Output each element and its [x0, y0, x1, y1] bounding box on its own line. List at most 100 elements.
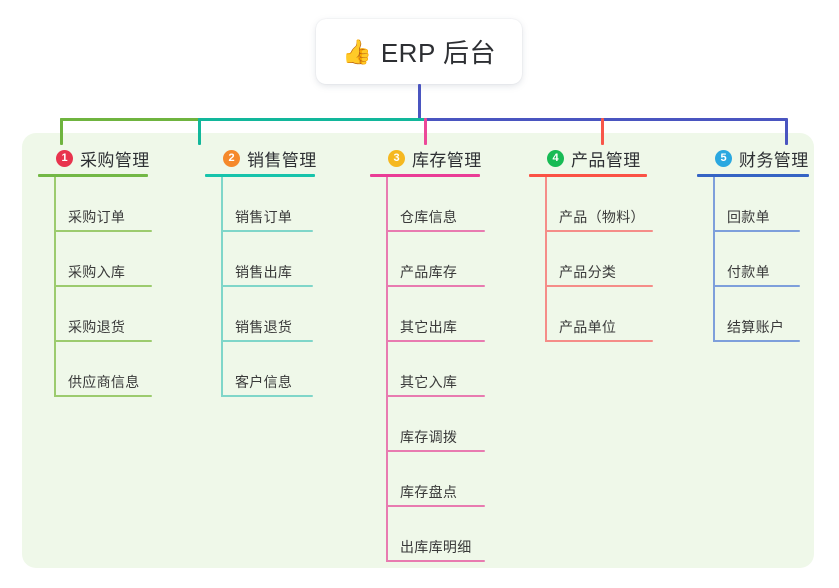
branch-item[interactable]: 产品分类	[545, 232, 653, 287]
branch-item-label: 付款单	[727, 264, 770, 280]
branch-item[interactable]: 采购退货	[54, 287, 152, 342]
root-node-content: 👍 ERP 后台	[342, 33, 496, 70]
branch-header-4[interactable]: 4 产品管理	[529, 147, 647, 170]
branch-item-label: 销售退货	[235, 319, 293, 335]
root-node-card[interactable]: 👍 ERP 后台	[316, 19, 522, 84]
connector-trunk	[418, 84, 421, 121]
branch-badge-5: 5	[715, 149, 732, 167]
branch-column-5: 5 财务管理回款单付款单结算账户	[697, 147, 809, 342]
branch-item-rule	[221, 395, 313, 397]
branch-item[interactable]: 回款单	[713, 177, 809, 232]
branch-item[interactable]: 客户信息	[221, 342, 315, 397]
branch-item-label: 出库库明细	[400, 539, 472, 555]
diagram-panel	[22, 133, 814, 568]
branch-item[interactable]: 库存调拨	[386, 397, 485, 452]
branch-item-label: 产品分类	[559, 264, 617, 280]
connector-drop-3	[424, 118, 427, 145]
branch-item-rule	[386, 340, 485, 342]
branch-item[interactable]: 销售退货	[221, 287, 315, 342]
thumbs-up-icon: 👍	[341, 37, 372, 66]
branch-item-label: 采购退货	[68, 319, 126, 335]
connector-drop-4	[601, 118, 604, 145]
branch-item[interactable]: 出库库明细	[386, 507, 485, 562]
connector-bus-segment-3	[424, 118, 787, 121]
branch-item[interactable]: 采购订单	[54, 177, 152, 232]
connector-drop-5	[785, 118, 788, 145]
branch-item-rule	[54, 230, 152, 232]
branch-header-2[interactable]: 2 销售管理	[205, 147, 317, 170]
branch-item[interactable]: 产品（物料）	[545, 177, 653, 232]
branch-item[interactable]: 采购入库	[54, 232, 152, 287]
branch-item-rule	[545, 230, 653, 232]
branch-item-rule	[386, 395, 485, 397]
branch-header-rule-3	[370, 174, 480, 177]
branch-item-rule	[54, 285, 152, 287]
connector-drop-2	[198, 118, 201, 145]
branch-item-label: 结算账户	[727, 319, 785, 335]
branch-column-4: 4 产品管理产品（物料） 产品分类产品单位	[529, 147, 653, 342]
branch-title-2: 销售管理	[247, 150, 317, 170]
branch-item-rule	[221, 230, 313, 232]
branch-item-label: 销售出库	[235, 264, 293, 280]
branch-item-rule	[54, 395, 152, 397]
branch-header-5[interactable]: 5 财务管理	[697, 147, 809, 170]
branch-item-label: 库存盘点	[400, 484, 458, 500]
branch-item[interactable]: 供应商信息	[54, 342, 152, 397]
branch-badge-1: 1	[56, 149, 73, 167]
branch-items-3: 仓库信息产品库存其它出库其它入库库存调拨库存盘点出库库明细	[370, 177, 485, 562]
branch-items-1: 采购订单采购入库采购退货供应商信息	[38, 177, 152, 397]
branch-badge-2: 2	[223, 149, 240, 167]
branch-item-label: 销售订单	[235, 209, 293, 225]
branch-title-5: 财务管理	[739, 150, 809, 170]
branch-spine-5	[713, 177, 715, 342]
branch-item-label: 库存调拨	[400, 429, 458, 445]
branch-item[interactable]: 产品库存	[386, 232, 485, 287]
branch-item-label: 仓库信息	[400, 209, 458, 225]
branch-item-label: 其它入库	[400, 374, 458, 390]
connector-bus-segment-1	[60, 118, 200, 121]
branch-item-label: 客户信息	[235, 374, 293, 390]
branch-item[interactable]: 产品单位	[545, 287, 653, 342]
branch-item[interactable]: 其它入库	[386, 342, 485, 397]
branch-item-rule	[386, 450, 485, 452]
branch-item-rule	[545, 340, 653, 342]
branch-item-label: 采购入库	[68, 264, 126, 280]
branch-item-label: 产品（物料）	[559, 209, 645, 225]
branch-item-rule	[221, 340, 313, 342]
branch-header-rule-1	[38, 174, 148, 177]
branch-item[interactable]: 销售出库	[221, 232, 315, 287]
branch-items-5: 回款单付款单结算账户	[697, 177, 809, 342]
branch-item-rule	[386, 285, 485, 287]
branch-item-label: 采购订单	[68, 209, 126, 225]
branch-spine-3	[386, 177, 388, 562]
branch-item[interactable]: 付款单	[713, 232, 809, 287]
branch-item-label: 供应商信息	[68, 374, 140, 390]
branch-item-rule	[54, 340, 152, 342]
branch-item-rule	[713, 230, 800, 232]
branch-header-rule-2	[205, 174, 315, 177]
branch-item-label: 回款单	[727, 209, 770, 225]
branch-items-2: 销售订单销售出库销售退货客户信息	[205, 177, 315, 397]
branch-item[interactable]: 库存盘点	[386, 452, 485, 507]
branch-badge-4: 4	[547, 149, 564, 167]
branch-item-rule	[713, 285, 800, 287]
branch-item-rule	[545, 285, 653, 287]
branch-item[interactable]: 销售订单	[221, 177, 315, 232]
branch-item[interactable]: 结算账户	[713, 287, 809, 342]
branch-items-4: 产品（物料） 产品分类产品单位	[529, 177, 653, 342]
connector-bus-segment-2	[198, 118, 426, 121]
branch-item-rule	[221, 285, 313, 287]
branch-spine-4	[545, 177, 547, 342]
page-title: ERP 后台	[380, 38, 497, 68]
branch-spine-1	[54, 177, 56, 397]
connector-drop-1	[60, 118, 63, 145]
branch-title-4: 产品管理	[571, 150, 641, 170]
branch-item[interactable]: 其它出库	[386, 287, 485, 342]
branch-header-rule-4	[529, 174, 647, 177]
branch-item[interactable]: 仓库信息	[386, 177, 485, 232]
